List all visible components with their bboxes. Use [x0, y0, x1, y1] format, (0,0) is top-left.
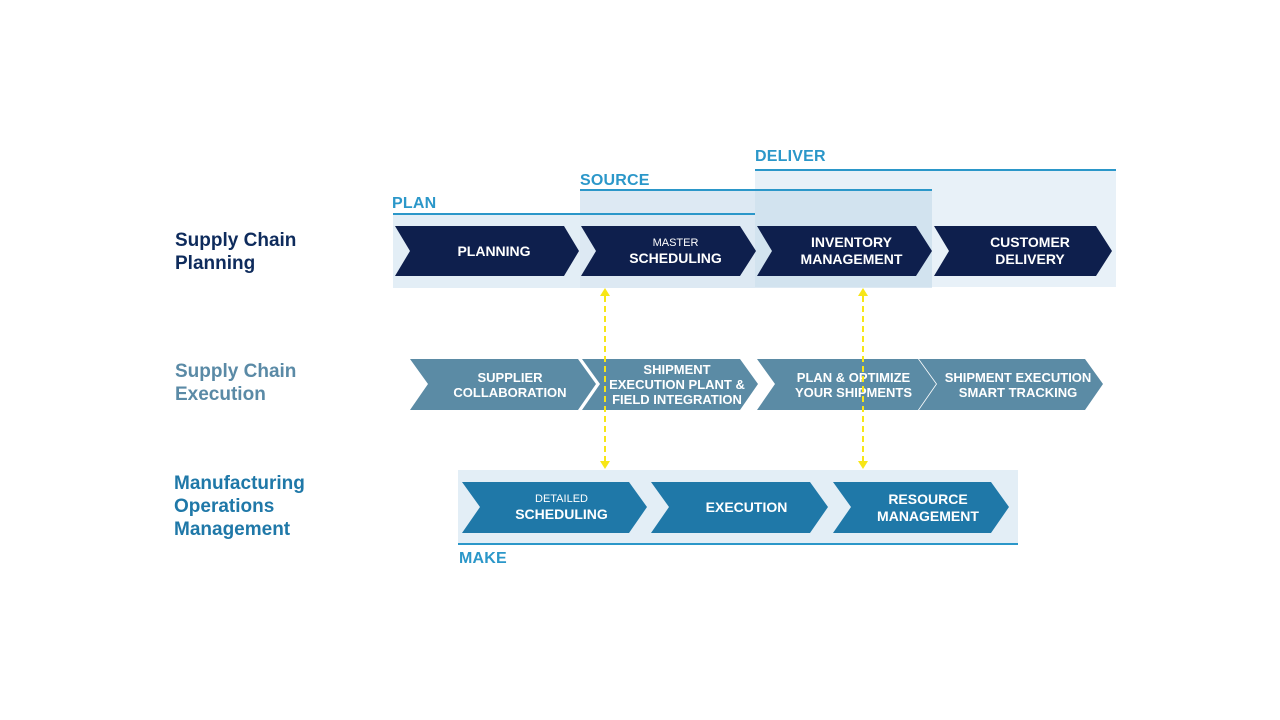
step-execution: EXECUTION: [651, 482, 828, 533]
deliver-stage-label: DELIVER: [755, 148, 826, 165]
make-stage-label: MAKE: [459, 550, 507, 567]
chevron-resource-management: [833, 482, 1009, 533]
step-shipment-execution-plant: SHIPMENT EXECUTION PLANT & FIELD INTEGRA…: [582, 359, 758, 410]
step-text: EXECUTION: [705, 499, 788, 515]
row-label-line: Planning: [175, 253, 256, 274]
step-text: FIELD INTEGRATION: [612, 392, 742, 407]
step-text: PLAN & OPTIMIZE: [796, 369, 911, 385]
chevron-shipment-smart-tracking: [919, 359, 1103, 410]
step-text: COLLABORATION: [453, 384, 567, 400]
step-text: DELIVERY: [995, 251, 1065, 267]
step-small-text: MASTER: [652, 236, 699, 249]
step-shipment-smart-tracking: SHIPMENT EXECUTION SMART TRACKING: [919, 359, 1103, 410]
step-text: SUPPLIER: [477, 369, 543, 385]
row-label-line: Manufacturing: [174, 473, 305, 494]
chevron-inventory-management: [757, 226, 932, 276]
step-text: MANAGEMENT: [877, 507, 979, 524]
step-inventory-management: INVENTORY MANAGEMENT: [757, 226, 932, 276]
row-label-line: Supply Chain: [175, 361, 297, 382]
step-detailed-scheduling: DETAILED SCHEDULING: [462, 482, 647, 533]
make-line: [458, 543, 1018, 545]
source-stage-label: SOURCE: [580, 172, 650, 189]
step-text: SCHEDULING: [629, 249, 722, 266]
step-customer-delivery: CUSTOMER DELIVERY: [934, 226, 1112, 276]
source-line: [580, 189, 932, 191]
row-label-planning: Supply Chain Planning: [175, 229, 296, 275]
row-label-line: Management: [174, 519, 291, 540]
connector-deliver-make: [862, 296, 864, 462]
connector-arrow-down-icon: [858, 461, 868, 469]
step-resource-management: RESOURCE MANAGEMENT: [833, 482, 1009, 533]
step-text: EXECUTION PLANT &: [609, 377, 745, 392]
chevron-detailed-scheduling: [462, 482, 647, 533]
row-label-line: Supply Chain: [175, 230, 297, 251]
step-text: INVENTORY: [811, 234, 892, 250]
step-text: SMART TRACKING: [958, 384, 1078, 400]
deliver-line: [755, 169, 1116, 171]
plan-line: [393, 213, 755, 215]
chevron-planning: [395, 226, 579, 276]
chevron-master-scheduling: [581, 226, 756, 276]
chevron-customer-delivery: [934, 226, 1112, 276]
chevron-plan-optimize-shipments: [757, 359, 936, 410]
row-label-manufacturing: Manufacturing Operations Management: [174, 472, 305, 541]
step-text: SHIPMENT EXECUTION: [944, 369, 1092, 385]
step-text: SHIPMENT: [643, 362, 711, 377]
chevron-execution: [651, 482, 828, 533]
row-label-execution: Supply Chain Execution: [175, 360, 296, 406]
step-master-scheduling: MASTER SCHEDULING: [581, 226, 756, 276]
connector-source-make: [604, 296, 606, 462]
connector-arrow-down-icon: [600, 461, 610, 469]
step-text: PLANNING: [457, 242, 531, 259]
connector-arrow-up-icon: [858, 288, 868, 296]
step-plan-optimize-shipments: PLAN & OPTIMIZE YOUR SHIPMENTS: [757, 359, 936, 410]
step-text: RESOURCE: [888, 490, 968, 507]
chevron-supplier-collaboration: [410, 359, 596, 410]
step-supplier-collaboration: SUPPLIER COLLABORATION: [410, 359, 596, 410]
connector-arrow-up-icon: [600, 288, 610, 296]
row-label-line: Operations: [174, 496, 275, 517]
chevron-shipment-execution-plant: [582, 359, 758, 410]
step-text: SCHEDULING: [515, 506, 608, 522]
step-text: YOUR SHIPMENTS: [794, 384, 912, 400]
step-text: CUSTOMER: [990, 234, 1070, 250]
step-small-text: DETAILED: [535, 493, 588, 505]
step-text: MANAGEMENT: [800, 251, 903, 267]
step-planning: PLANNING: [395, 226, 579, 276]
plan-stage-label: PLAN: [392, 195, 437, 212]
row-label-line: Execution: [175, 384, 266, 405]
